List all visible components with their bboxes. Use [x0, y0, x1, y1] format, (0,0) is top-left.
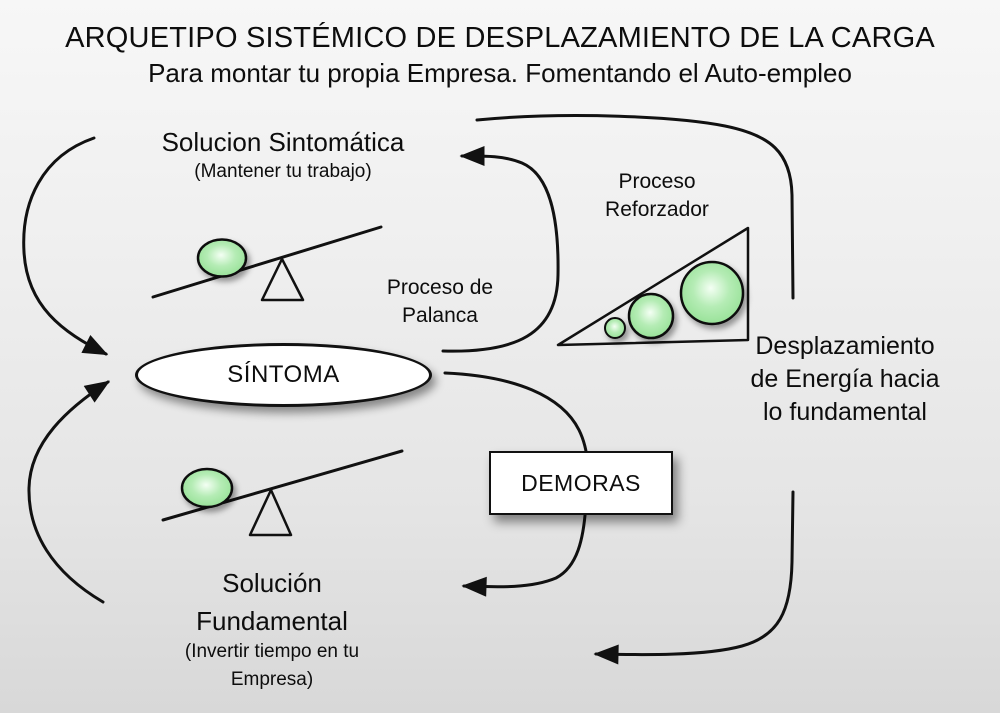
reinforcing-process-line2: Reforzador	[605, 198, 709, 221]
fundamental-solution-line1: Solución	[222, 568, 322, 598]
arrow-outer-loop-bottom	[593, 490, 795, 665]
seesaw-beam	[161, 449, 404, 522]
seesaw-beam	[151, 225, 383, 299]
delays-label: DEMORAS	[521, 469, 641, 496]
node-delays-box: DEMORAS	[489, 451, 673, 515]
energy-shift-line1: Desplazamiento	[755, 332, 935, 360]
seesaw-symptomatic	[151, 225, 383, 302]
energy-shift-line2: de Energía hacia	[750, 365, 940, 393]
node-symptom-ellipse: SÍNTOMA	[135, 343, 432, 407]
fundamental-solution-line2: Fundamental	[196, 606, 348, 636]
green-ball	[196, 238, 248, 278]
symptomatic-solution-sublabel: (Mantener tu trabajo)	[194, 161, 372, 182]
reinforcing-process-figure	[556, 226, 750, 347]
node-energy-shift-label: Desplazamiento de Energía hacia lo funda…	[720, 330, 970, 429]
reinforcing-process-line1: Proceso	[618, 170, 696, 193]
arrow-symptomatic-to-symptom-left	[22, 136, 109, 356]
symptom-label: SÍNTOMA	[227, 361, 340, 388]
symptomatic-solution-label: Solucion Sintomática	[161, 127, 405, 157]
fundamental-solution-sub1: (Invertir tiempo en tu	[184, 641, 360, 662]
energy-shift-line3: lo fundamental	[762, 398, 927, 426]
arrow-fundamental-to-symptom-left	[27, 380, 111, 604]
node-fundamental-solution: Solución Fundamental	[122, 564, 422, 640]
page-subtitle: Para montar tu propia Empresa. Fomentand…	[148, 58, 852, 88]
page-title: ARQUETIPO SISTÉMICO DE DESPLAZAMIENTO DE…	[65, 22, 935, 54]
node-leverage-process-label: Proceso de Palanca	[360, 274, 520, 330]
node-reinforcing-process-label: Proceso Reforzador	[577, 168, 737, 224]
arrow-symptom-to-symptomatic-solution	[441, 145, 560, 353]
fundamental-solution-sub2: Empresa)	[230, 669, 314, 690]
curve-outer-loop-top	[475, 114, 795, 300]
green-ball-medium	[627, 292, 675, 340]
seesaw-fulcrum	[260, 257, 305, 302]
green-ball-small	[604, 317, 626, 339]
green-ball-large	[679, 260, 745, 326]
seesaw-fundamental	[161, 449, 404, 537]
leverage-process-line2: Palanca	[402, 304, 478, 327]
seesaw-fulcrum	[248, 488, 293, 537]
node-symptomatic-solution: Solucion Sintomática (Mantener tu trabaj…	[83, 125, 483, 185]
green-ball	[180, 467, 234, 509]
leverage-process-line1: Proceso de	[386, 276, 494, 299]
growth-triangle	[556, 226, 750, 347]
node-fundamental-solution-sublabel: (Invertir tiempo en tu Empresa)	[122, 638, 422, 694]
